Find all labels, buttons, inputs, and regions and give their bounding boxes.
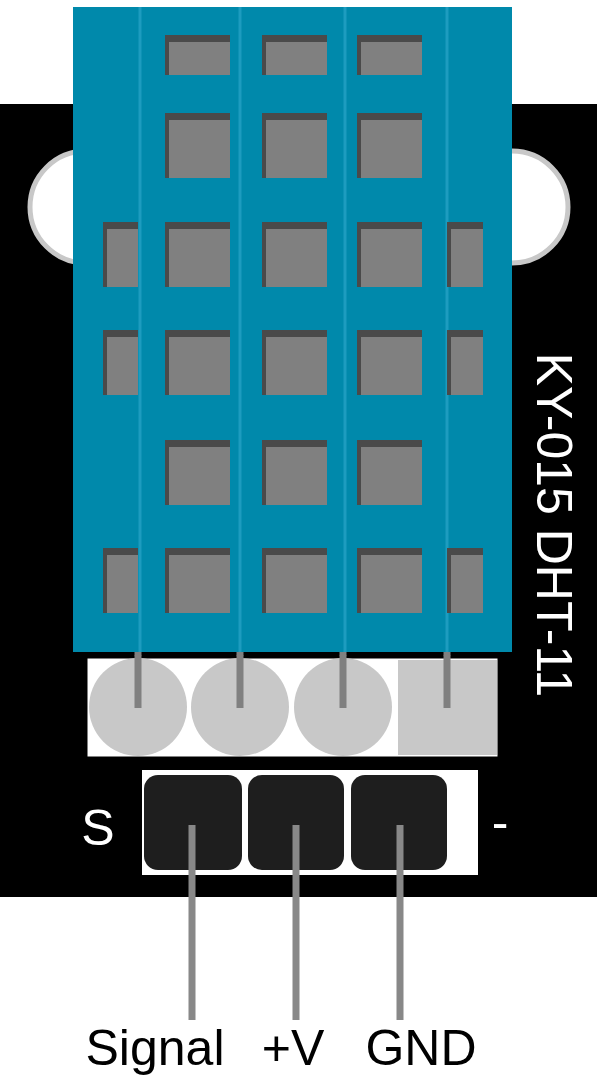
vent-shadow — [357, 35, 422, 75]
vent-shadow — [103, 330, 138, 395]
sensor-lead — [135, 655, 142, 708]
vent-square — [169, 337, 230, 395]
vent-shadow — [262, 222, 327, 287]
pin-marker: - — [492, 797, 509, 847]
vent-shadow — [165, 330, 230, 395]
vent-square — [169, 42, 230, 75]
vent-square — [266, 120, 327, 178]
vent-square — [107, 337, 138, 395]
vent-square — [361, 337, 422, 395]
vent-shadow — [165, 548, 230, 613]
vent-square — [451, 229, 483, 287]
vent-shadow — [103, 222, 138, 287]
vent-square — [361, 120, 422, 178]
vent-square — [451, 337, 483, 395]
header-pin — [293, 825, 300, 1020]
pin-marker: S — [81, 803, 114, 853]
vent-shadow — [447, 330, 483, 395]
vent-square — [361, 555, 422, 613]
pad-outline — [86, 657, 499, 758]
vent-shadow — [262, 440, 327, 505]
vent-shadow — [447, 222, 483, 287]
vent-shadow — [357, 330, 422, 395]
vent-shadow — [357, 222, 422, 287]
model-name: KY-015 DHT-11 — [529, 353, 579, 698]
vent-shadow — [447, 548, 483, 613]
vent-square — [266, 555, 327, 613]
pin-name: +V — [262, 1023, 325, 1073]
vent-shadow — [165, 35, 230, 75]
vent-grid — [103, 35, 483, 613]
grid-line — [239, 7, 242, 652]
vent-square — [451, 555, 483, 613]
vent-shadow — [262, 548, 327, 613]
vent-square — [361, 447, 422, 505]
vent-shadow — [357, 548, 422, 613]
pin-name: GND — [365, 1023, 476, 1073]
vent-square — [266, 447, 327, 505]
grid-line — [344, 7, 347, 652]
vent-square — [169, 555, 230, 613]
vent-square — [266, 42, 327, 75]
vent-shadow — [103, 548, 138, 613]
vent-square — [107, 555, 138, 613]
housing-grid — [140, 7, 447, 652]
vent-square — [169, 229, 230, 287]
vent-shadow — [357, 440, 422, 505]
vent-shadow — [165, 113, 230, 178]
vent-shadow — [165, 222, 230, 287]
pin-name: Signal — [86, 1023, 225, 1073]
vent-shadow — [357, 113, 422, 178]
grid-line — [139, 7, 142, 652]
vent-square — [169, 447, 230, 505]
sensor-housing — [73, 7, 512, 652]
sensor-lead — [444, 655, 451, 708]
vent-shadow — [262, 35, 327, 75]
header-pin — [189, 825, 196, 1020]
vent-square — [266, 229, 327, 287]
vent-square — [266, 337, 327, 395]
vent-square — [169, 120, 230, 178]
sensor-lead — [340, 655, 347, 708]
vent-square — [107, 229, 138, 287]
vent-square — [361, 42, 422, 75]
vent-shadow — [165, 440, 230, 505]
vent-shadow — [262, 330, 327, 395]
vent-shadow — [262, 113, 327, 178]
sensor-lead — [237, 655, 244, 708]
header-pin — [397, 825, 404, 1020]
vent-square — [361, 229, 422, 287]
